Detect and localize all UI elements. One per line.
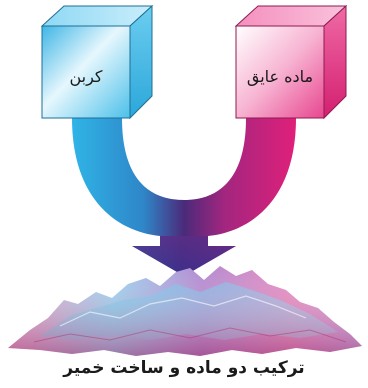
- insulator-label: ماده عایق: [247, 67, 313, 87]
- insulator-cube: ماده عایق: [236, 6, 346, 118]
- merge-arrow: [72, 118, 296, 276]
- carbon-label: کربن: [69, 67, 102, 87]
- diagram-caption: ترکیب دو ماده و ساخت خمیر: [0, 358, 368, 378]
- carbon-cube: کربن: [42, 6, 152, 118]
- paste-blob: [8, 266, 362, 356]
